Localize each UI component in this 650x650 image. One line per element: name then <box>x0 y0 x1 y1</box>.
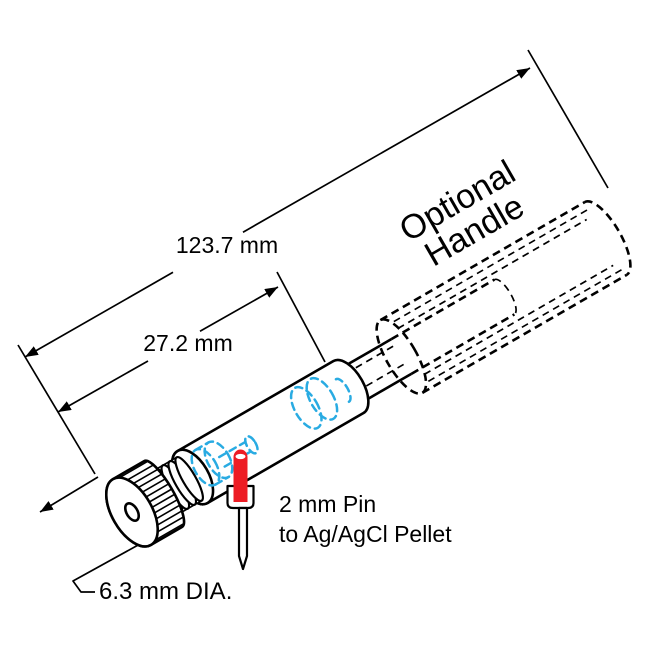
internal-cavity <box>289 376 339 430</box>
knurled-knob <box>104 459 186 548</box>
pin-callout-line1: 2 mm Pin <box>279 491 376 517</box>
pin-shaft <box>237 506 249 571</box>
total-length-label: 123.7 mm <box>176 232 278 258</box>
body-length-label: 27.2 mm <box>143 330 232 356</box>
device <box>104 200 632 548</box>
internal-pellet <box>190 440 234 487</box>
dim-body-line-left <box>57 360 149 413</box>
knob-knurling <box>119 461 184 541</box>
knob-face-hole <box>123 502 141 522</box>
handle-far-cap <box>584 200 632 276</box>
pin-rod-highlight <box>235 453 246 460</box>
connector-tube <box>347 278 517 400</box>
dimension-total-length <box>24 49 609 358</box>
diameter-label: 6.3 mm DIA. <box>99 578 232 605</box>
internal-hidden-parts <box>190 376 352 487</box>
diameter-callout <box>39 476 141 593</box>
dim-body-line-right <box>199 286 279 333</box>
dimension-body-length <box>17 271 326 475</box>
diameter-leader-line <box>72 543 141 593</box>
optional-handle-outline <box>375 200 632 395</box>
dim-total-extension-right <box>527 49 609 189</box>
handle-near-end <box>375 318 428 395</box>
handle-top-edge <box>379 201 586 322</box>
pin-red-rod <box>233 449 248 502</box>
pin-callout-line2: to Ag/AgCl Pellet <box>279 521 452 547</box>
dim-total-line-right <box>242 67 531 233</box>
pin-assembly <box>226 449 255 571</box>
internal-bore-end <box>334 377 352 404</box>
diameter-pointer-arrow <box>39 476 99 513</box>
handle-bottom-edge <box>421 273 628 394</box>
dim-total-line-left <box>24 271 174 358</box>
dim-shared-extension-left <box>17 344 96 475</box>
dim-body-extension-right <box>276 271 326 363</box>
